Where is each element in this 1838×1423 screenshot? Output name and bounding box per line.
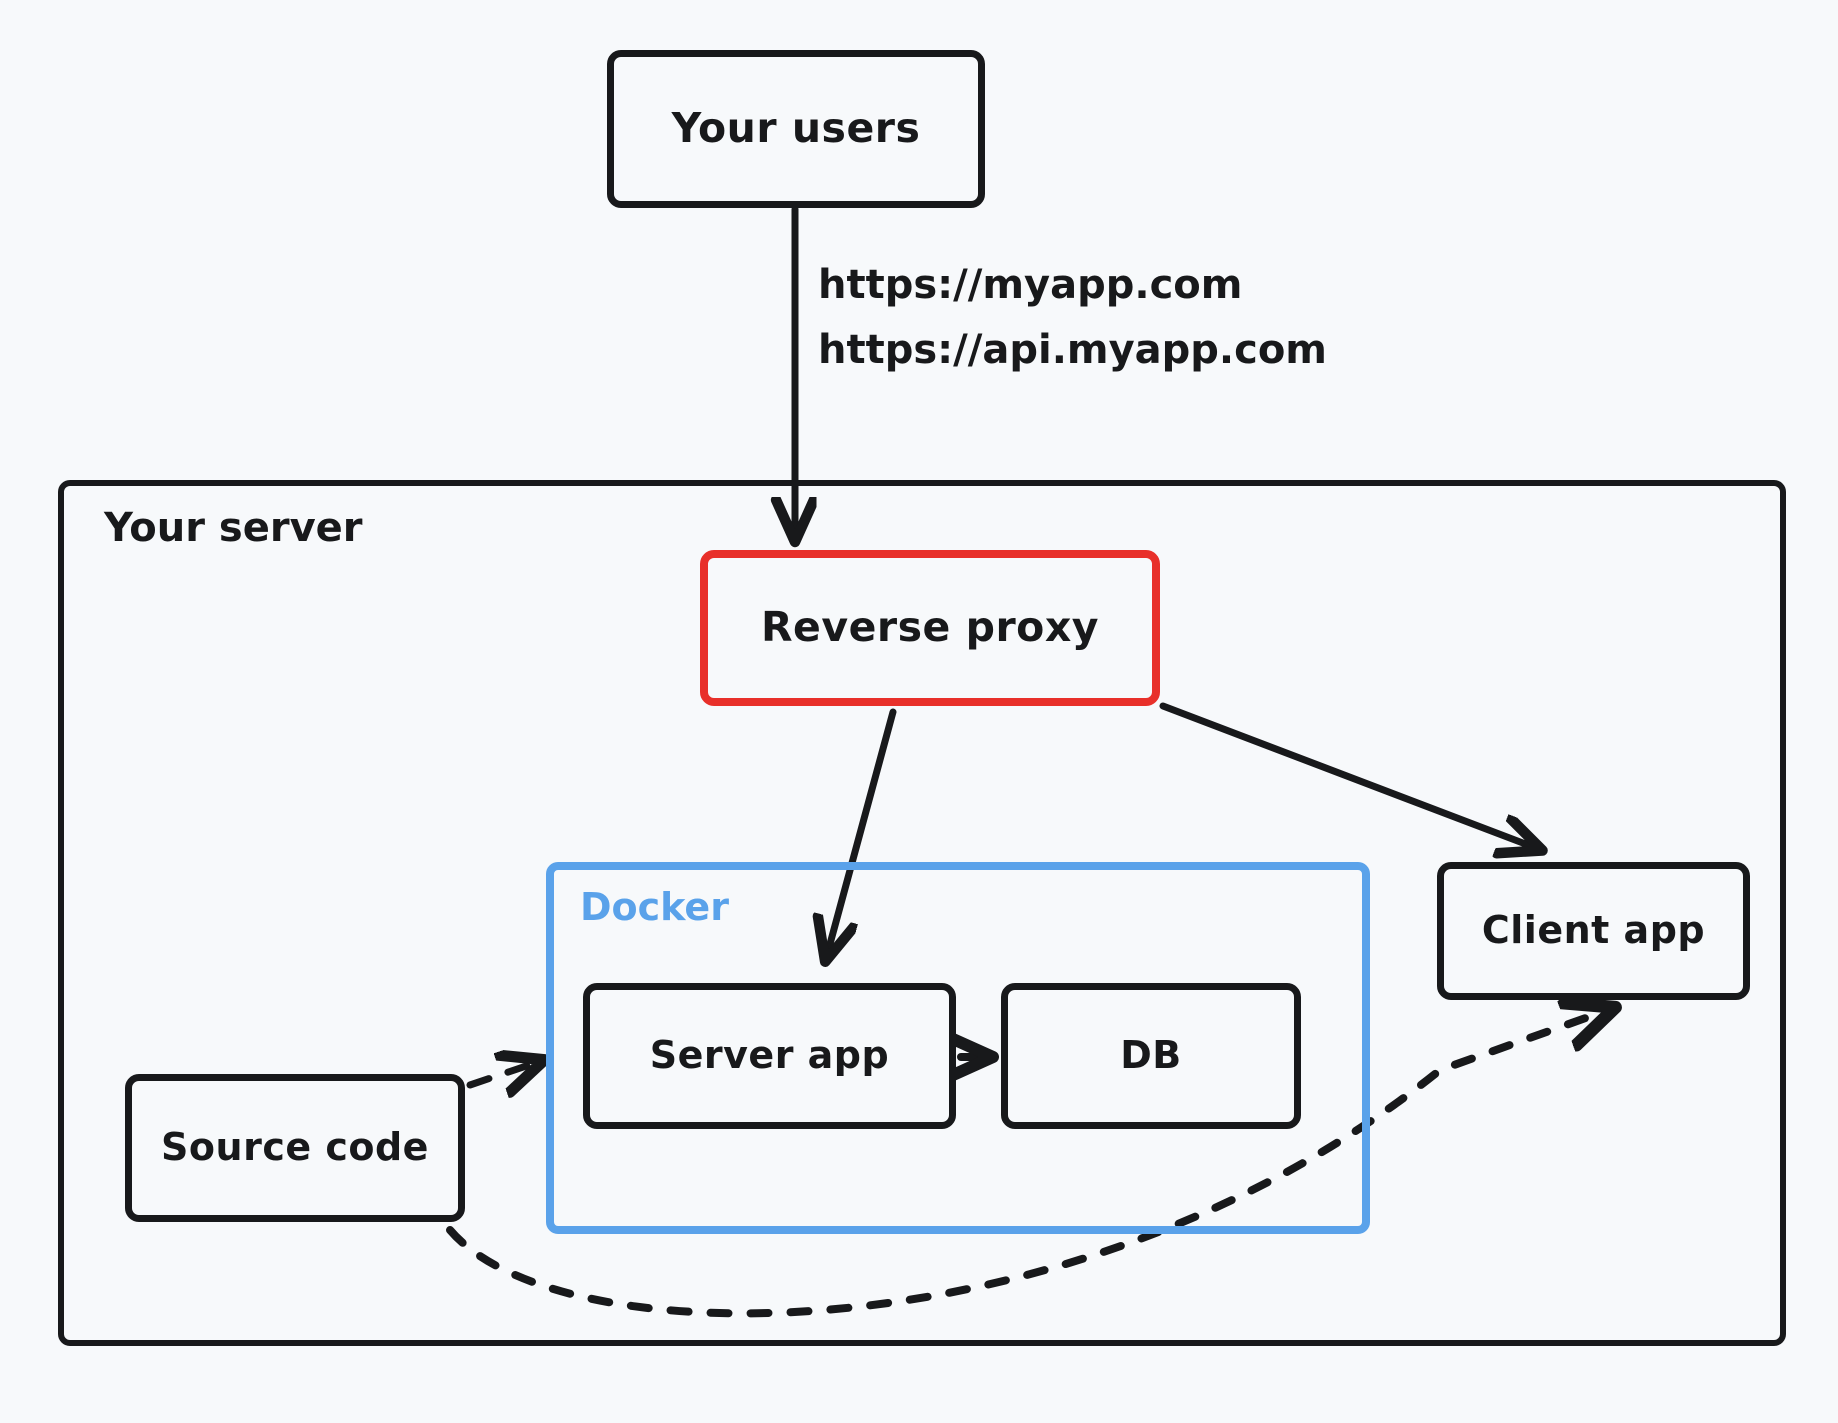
node-reverse-proxy[interactable]: Reverse proxy xyxy=(700,550,1160,706)
group-docker xyxy=(546,862,1370,1234)
group-your-server-label: Your server xyxy=(104,505,363,551)
node-client-app-label: Client app xyxy=(1481,908,1706,953)
group-docker-label: Docker xyxy=(580,885,729,929)
node-your-users[interactable]: Your users xyxy=(607,50,985,208)
node-db[interactable]: DB xyxy=(1001,983,1301,1129)
node-client-app[interactable]: Client app xyxy=(1437,862,1750,1000)
edge-label-public-urls: https://myapp.com https://api.myapp.com xyxy=(818,253,1327,383)
node-source-code[interactable]: Source code xyxy=(125,1074,465,1222)
node-server-app-label: Server app xyxy=(649,1033,890,1078)
node-your-users-label: Your users xyxy=(671,104,921,153)
group-your-server xyxy=(58,480,1786,1346)
edge-label-url-api: https://api.myapp.com xyxy=(818,326,1327,373)
node-reverse-proxy-label: Reverse proxy xyxy=(760,603,1100,652)
node-source-code-label: Source code xyxy=(161,1125,429,1170)
node-db-label: DB xyxy=(1120,1033,1182,1078)
node-server-app[interactable]: Server app xyxy=(583,983,956,1129)
edge-label-url-app: https://myapp.com xyxy=(818,262,1243,308)
